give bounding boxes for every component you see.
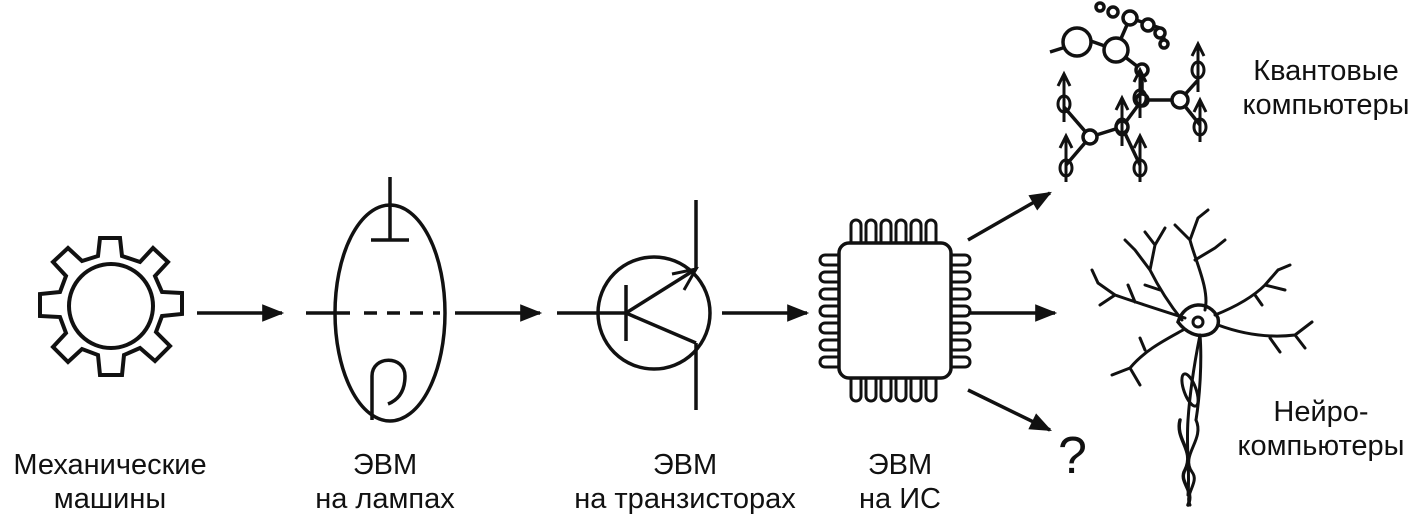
label-mechanical: Механические машины	[13, 449, 207, 515]
label-quantum: Квантовые компьютеры	[1242, 55, 1410, 121]
label-neuro: Нейро- компьютеры	[1237, 396, 1405, 462]
spin-arrows	[1056, 40, 1208, 182]
label-tubes: ЭВМ на лампах	[315, 449, 455, 515]
ic-chip-icon	[818, 218, 972, 403]
neuron-icon	[1090, 208, 1314, 507]
quantum-network-icon	[1049, 1, 1208, 182]
arrow-ic-to-quantum	[967, 191, 1052, 242]
label-transistors: ЭВМ на транзисторах	[574, 449, 796, 515]
arrow-ic-to-unknown	[967, 388, 1052, 432]
transistor-icon	[557, 200, 712, 410]
unknown-future-mark: ?	[1058, 427, 1087, 485]
vacuum-tube-icon	[306, 177, 447, 423]
label-ic: ЭВМ на ИС	[859, 449, 941, 515]
gear-icon	[38, 236, 184, 377]
